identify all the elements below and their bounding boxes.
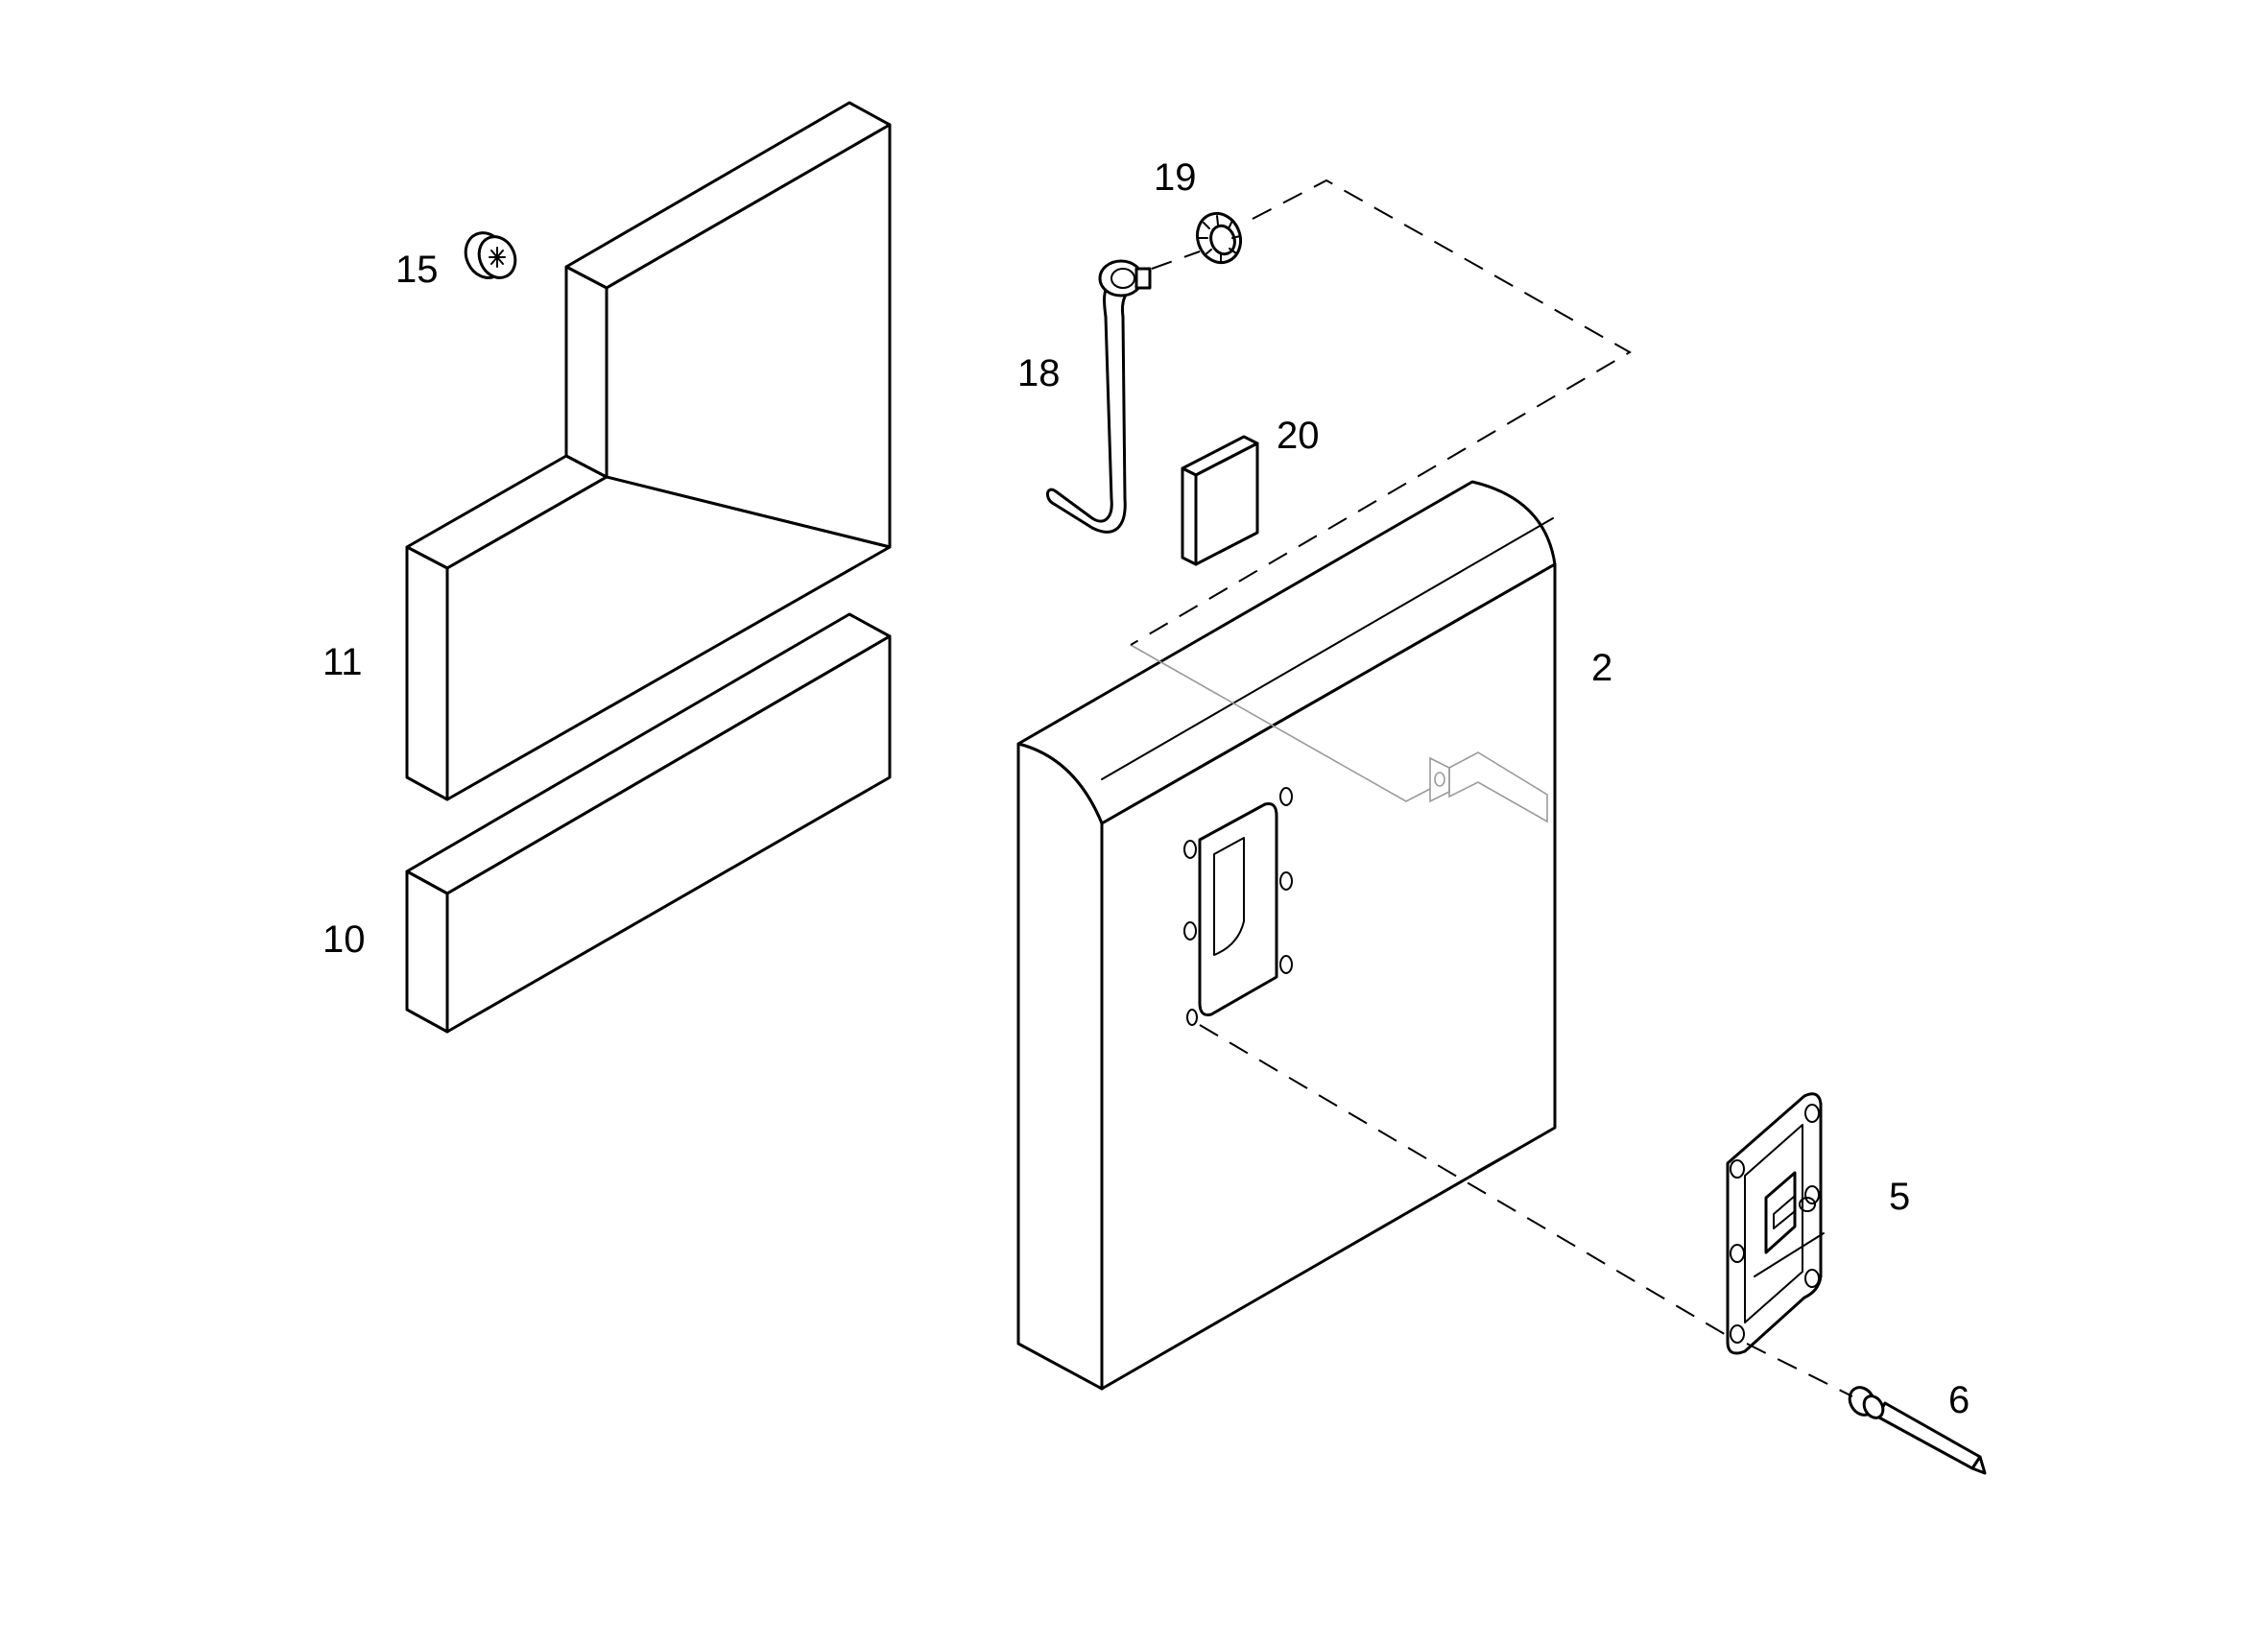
part-5-latch-plate <box>1726 1092 1825 1355</box>
callout-10: 10 <box>322 918 366 961</box>
hidden-bracket <box>1130 644 1548 823</box>
part-20-pad <box>1181 435 1259 566</box>
callout-11: 11 <box>322 641 363 683</box>
part-15-plug <box>464 231 517 279</box>
callout-5: 5 <box>1889 1176 1910 1218</box>
part-2-main-panel <box>1016 480 1557 1391</box>
callout-6: 6 <box>1948 1379 1970 1421</box>
callout-15: 15 <box>395 249 439 291</box>
callout-2: 2 <box>1591 647 1612 689</box>
callout-19: 19 <box>1154 156 1197 199</box>
part-18-handle-rod <box>1046 259 1152 534</box>
callout-18: 18 <box>1017 352 1061 394</box>
part-19-lock-washer <box>1195 211 1243 265</box>
part-6-pin <box>1848 1386 1987 1475</box>
assembly-lines <box>1130 179 1853 1397</box>
part-11-foam-block-upper <box>405 101 892 801</box>
part-10-foam-block-lower <box>405 612 892 1034</box>
callout-labels: 15 11 10 19 18 20 2 5 6 <box>322 156 1970 1421</box>
callout-20: 20 <box>1277 415 1320 457</box>
